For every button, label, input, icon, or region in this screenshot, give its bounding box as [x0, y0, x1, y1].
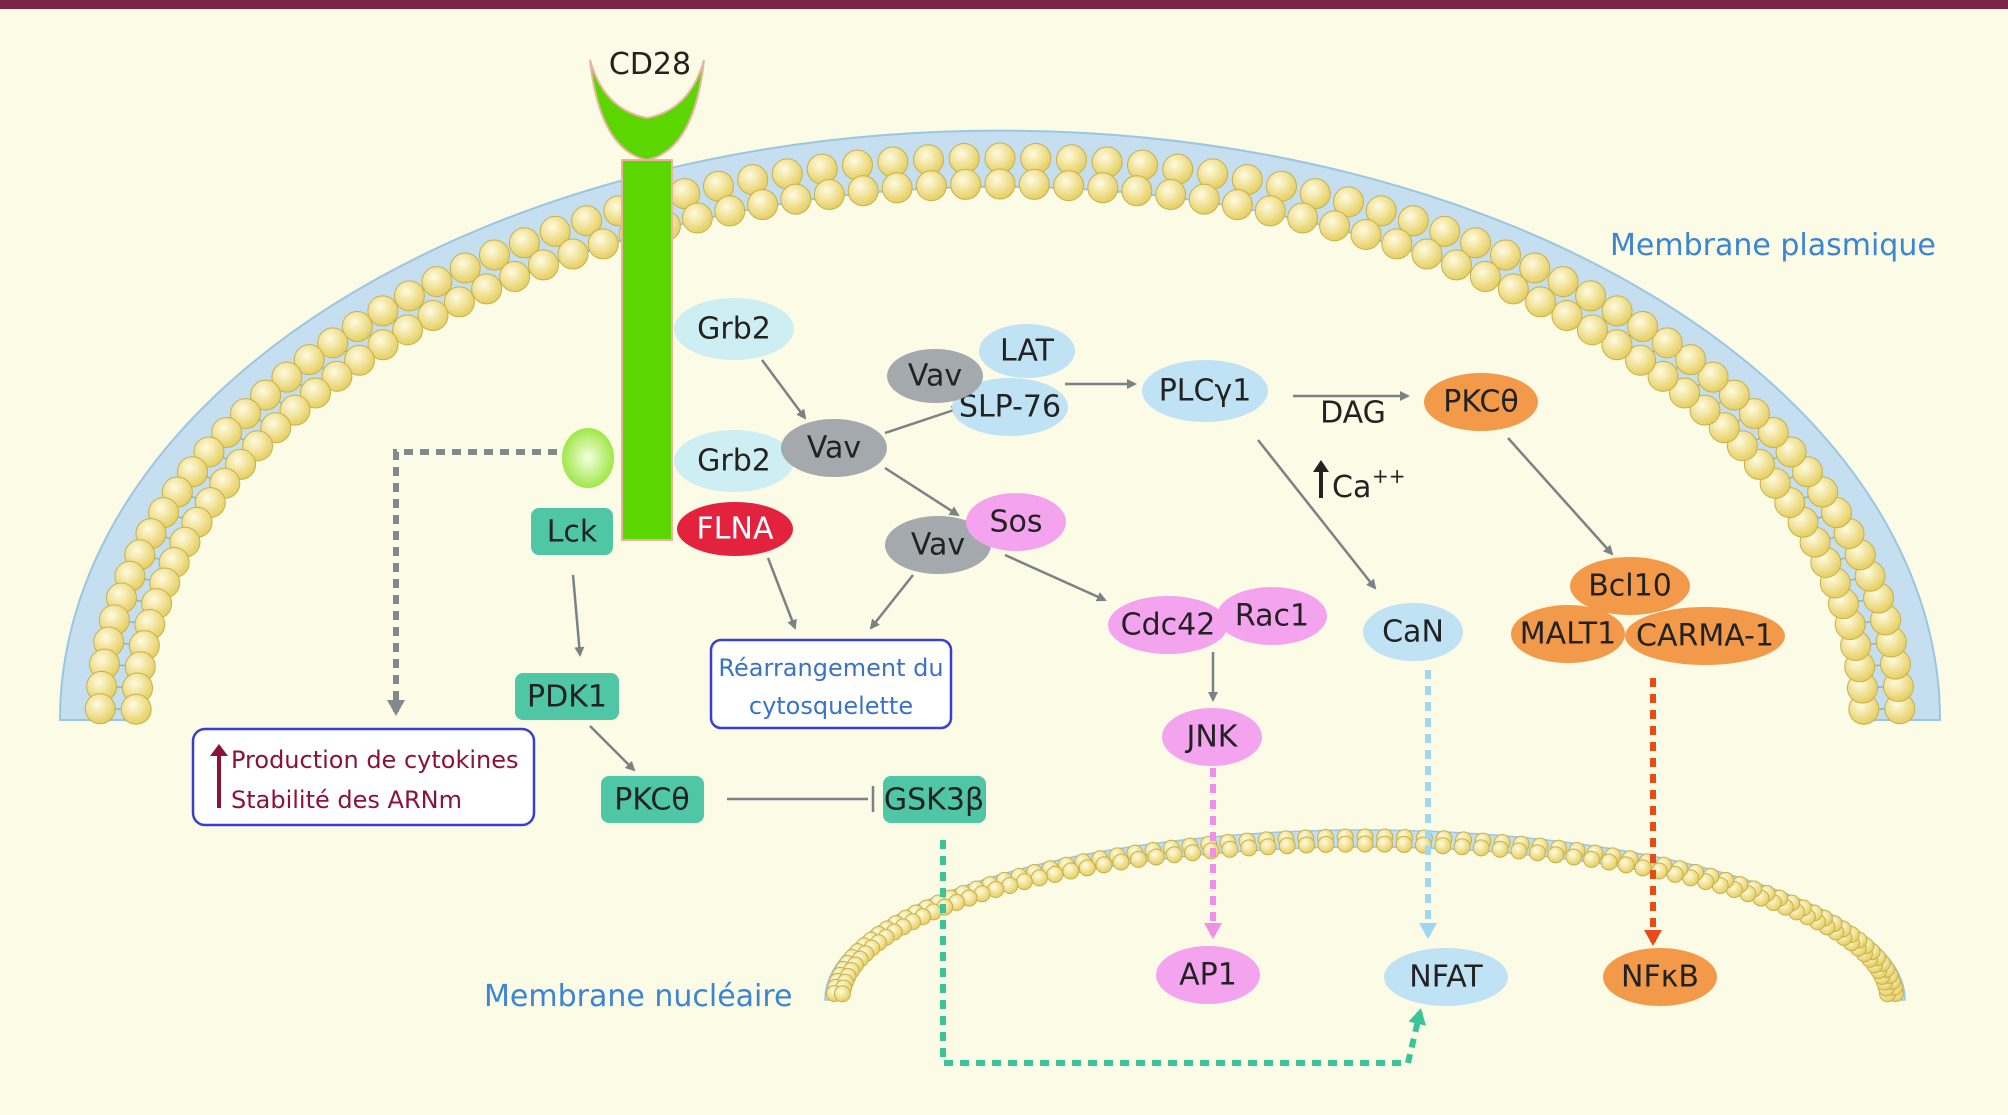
- lat-label: LAT: [1000, 334, 1055, 369]
- up-arrow-icon: [1313, 460, 1329, 498]
- plasma-membrane: [58, 129, 1942, 725]
- gsk3b-label: GSK3β: [884, 783, 984, 818]
- pkct-bottom-label: PKCθ: [614, 783, 689, 818]
- cd28-receptor: [562, 59, 705, 541]
- pdk1-label: PDK1: [527, 680, 607, 715]
- lck-anchor-ellipse: [562, 428, 614, 488]
- node-vav-center: Vav: [781, 419, 887, 477]
- node-grb2-top: Grb2: [674, 298, 794, 360]
- nfat-label: NFAT: [1409, 960, 1483, 995]
- node-ap1: AP1: [1156, 946, 1260, 1004]
- carma1-label: CARMA-1: [1636, 619, 1774, 654]
- pathway-arrows: [571, 359, 1614, 812]
- cd28-label: CD28: [609, 47, 691, 82]
- rearr-line2: cytosquelette: [749, 692, 913, 720]
- vav-center-label: Vav: [807, 431, 861, 466]
- membrane-plasmique-label: Membrane plasmique: [1610, 228, 1936, 263]
- malt1-label: MALT1: [1520, 617, 1616, 652]
- node-malt1: MALT1: [1511, 605, 1625, 663]
- node-vav-bottom: Vav: [885, 516, 991, 574]
- node-pkct-bottom: PKCθ: [601, 776, 704, 823]
- cytokine-box: Production de cytokines Stabilité des AR…: [191, 727, 536, 827]
- dashed-pathways: [387, 449, 1662, 1066]
- nuclear-membrane: [824, 828, 1906, 1003]
- sos-label: Sos: [989, 505, 1042, 540]
- dag-label: DAG: [1320, 396, 1386, 431]
- node-gsk3b: GSK3β: [883, 776, 986, 823]
- node-lck: Lck: [531, 508, 613, 555]
- node-rac1: Rac1: [1217, 587, 1327, 645]
- can-label: CaN: [1382, 615, 1444, 650]
- grb2-bottom-label: Grb2: [697, 444, 771, 479]
- node-nfat: NFAT: [1384, 948, 1508, 1006]
- rac1-label: Rac1: [1235, 599, 1309, 634]
- up-arrow-icon: [210, 744, 228, 808]
- cyto-line2: Stabilité des ARNm: [231, 786, 462, 814]
- node-vav-top: Vav: [887, 349, 983, 403]
- node-slp76: SLP-76: [952, 378, 1068, 436]
- node-nfkb: NFκB: [1603, 948, 1717, 1006]
- rearr-line1: Réarrangement du: [718, 654, 943, 682]
- node-flna: FLNA: [677, 502, 793, 556]
- node-jnk: JNK: [1162, 708, 1262, 766]
- calcium-superscript: ++: [1372, 464, 1406, 488]
- cdc42-label: Cdc42: [1121, 608, 1216, 643]
- lck-label: Lck: [547, 515, 598, 550]
- jnk-label: JNK: [1185, 720, 1239, 755]
- node-cdc42: Cdc42: [1108, 596, 1228, 654]
- node-pkct-top: PKCθ: [1424, 373, 1538, 431]
- ap1-label: AP1: [1179, 958, 1237, 993]
- node-bcl10: Bcl10: [1570, 557, 1690, 615]
- grb2-top-label: Grb2: [697, 312, 771, 347]
- bcl10-label: Bcl10: [1588, 569, 1672, 604]
- pkct-top-label: PKCθ: [1443, 385, 1518, 420]
- node-pdk1: PDK1: [515, 673, 619, 720]
- top-frame-bar: [0, 0, 2008, 9]
- node-plcg1: PLCγ1: [1142, 360, 1268, 422]
- plcg1-label: PLCγ1: [1159, 374, 1252, 409]
- nfkb-label: NFκB: [1621, 960, 1699, 995]
- cyto-line1: Production de cytokines: [231, 746, 518, 774]
- membrane-nucleaire-label: Membrane nucléaire: [484, 979, 793, 1014]
- flna-label: FLNA: [697, 512, 774, 547]
- node-lat: LAT: [979, 324, 1075, 378]
- node-sos: Sos: [966, 493, 1066, 551]
- node-can: CaN: [1363, 603, 1463, 661]
- node-carma1: CARMA-1: [1625, 607, 1785, 665]
- calcium-increase: Ca ++: [1313, 460, 1406, 505]
- calcium-label: Ca: [1332, 470, 1371, 505]
- vav-bottom-label: Vav: [911, 528, 965, 563]
- node-grb2-bottom: Grb2: [674, 430, 794, 492]
- slp76-label: SLP-76: [959, 390, 1061, 425]
- vav-top-label: Vav: [908, 359, 962, 394]
- cytoskeleton-box: Réarrangement du cytosquelette: [709, 638, 953, 730]
